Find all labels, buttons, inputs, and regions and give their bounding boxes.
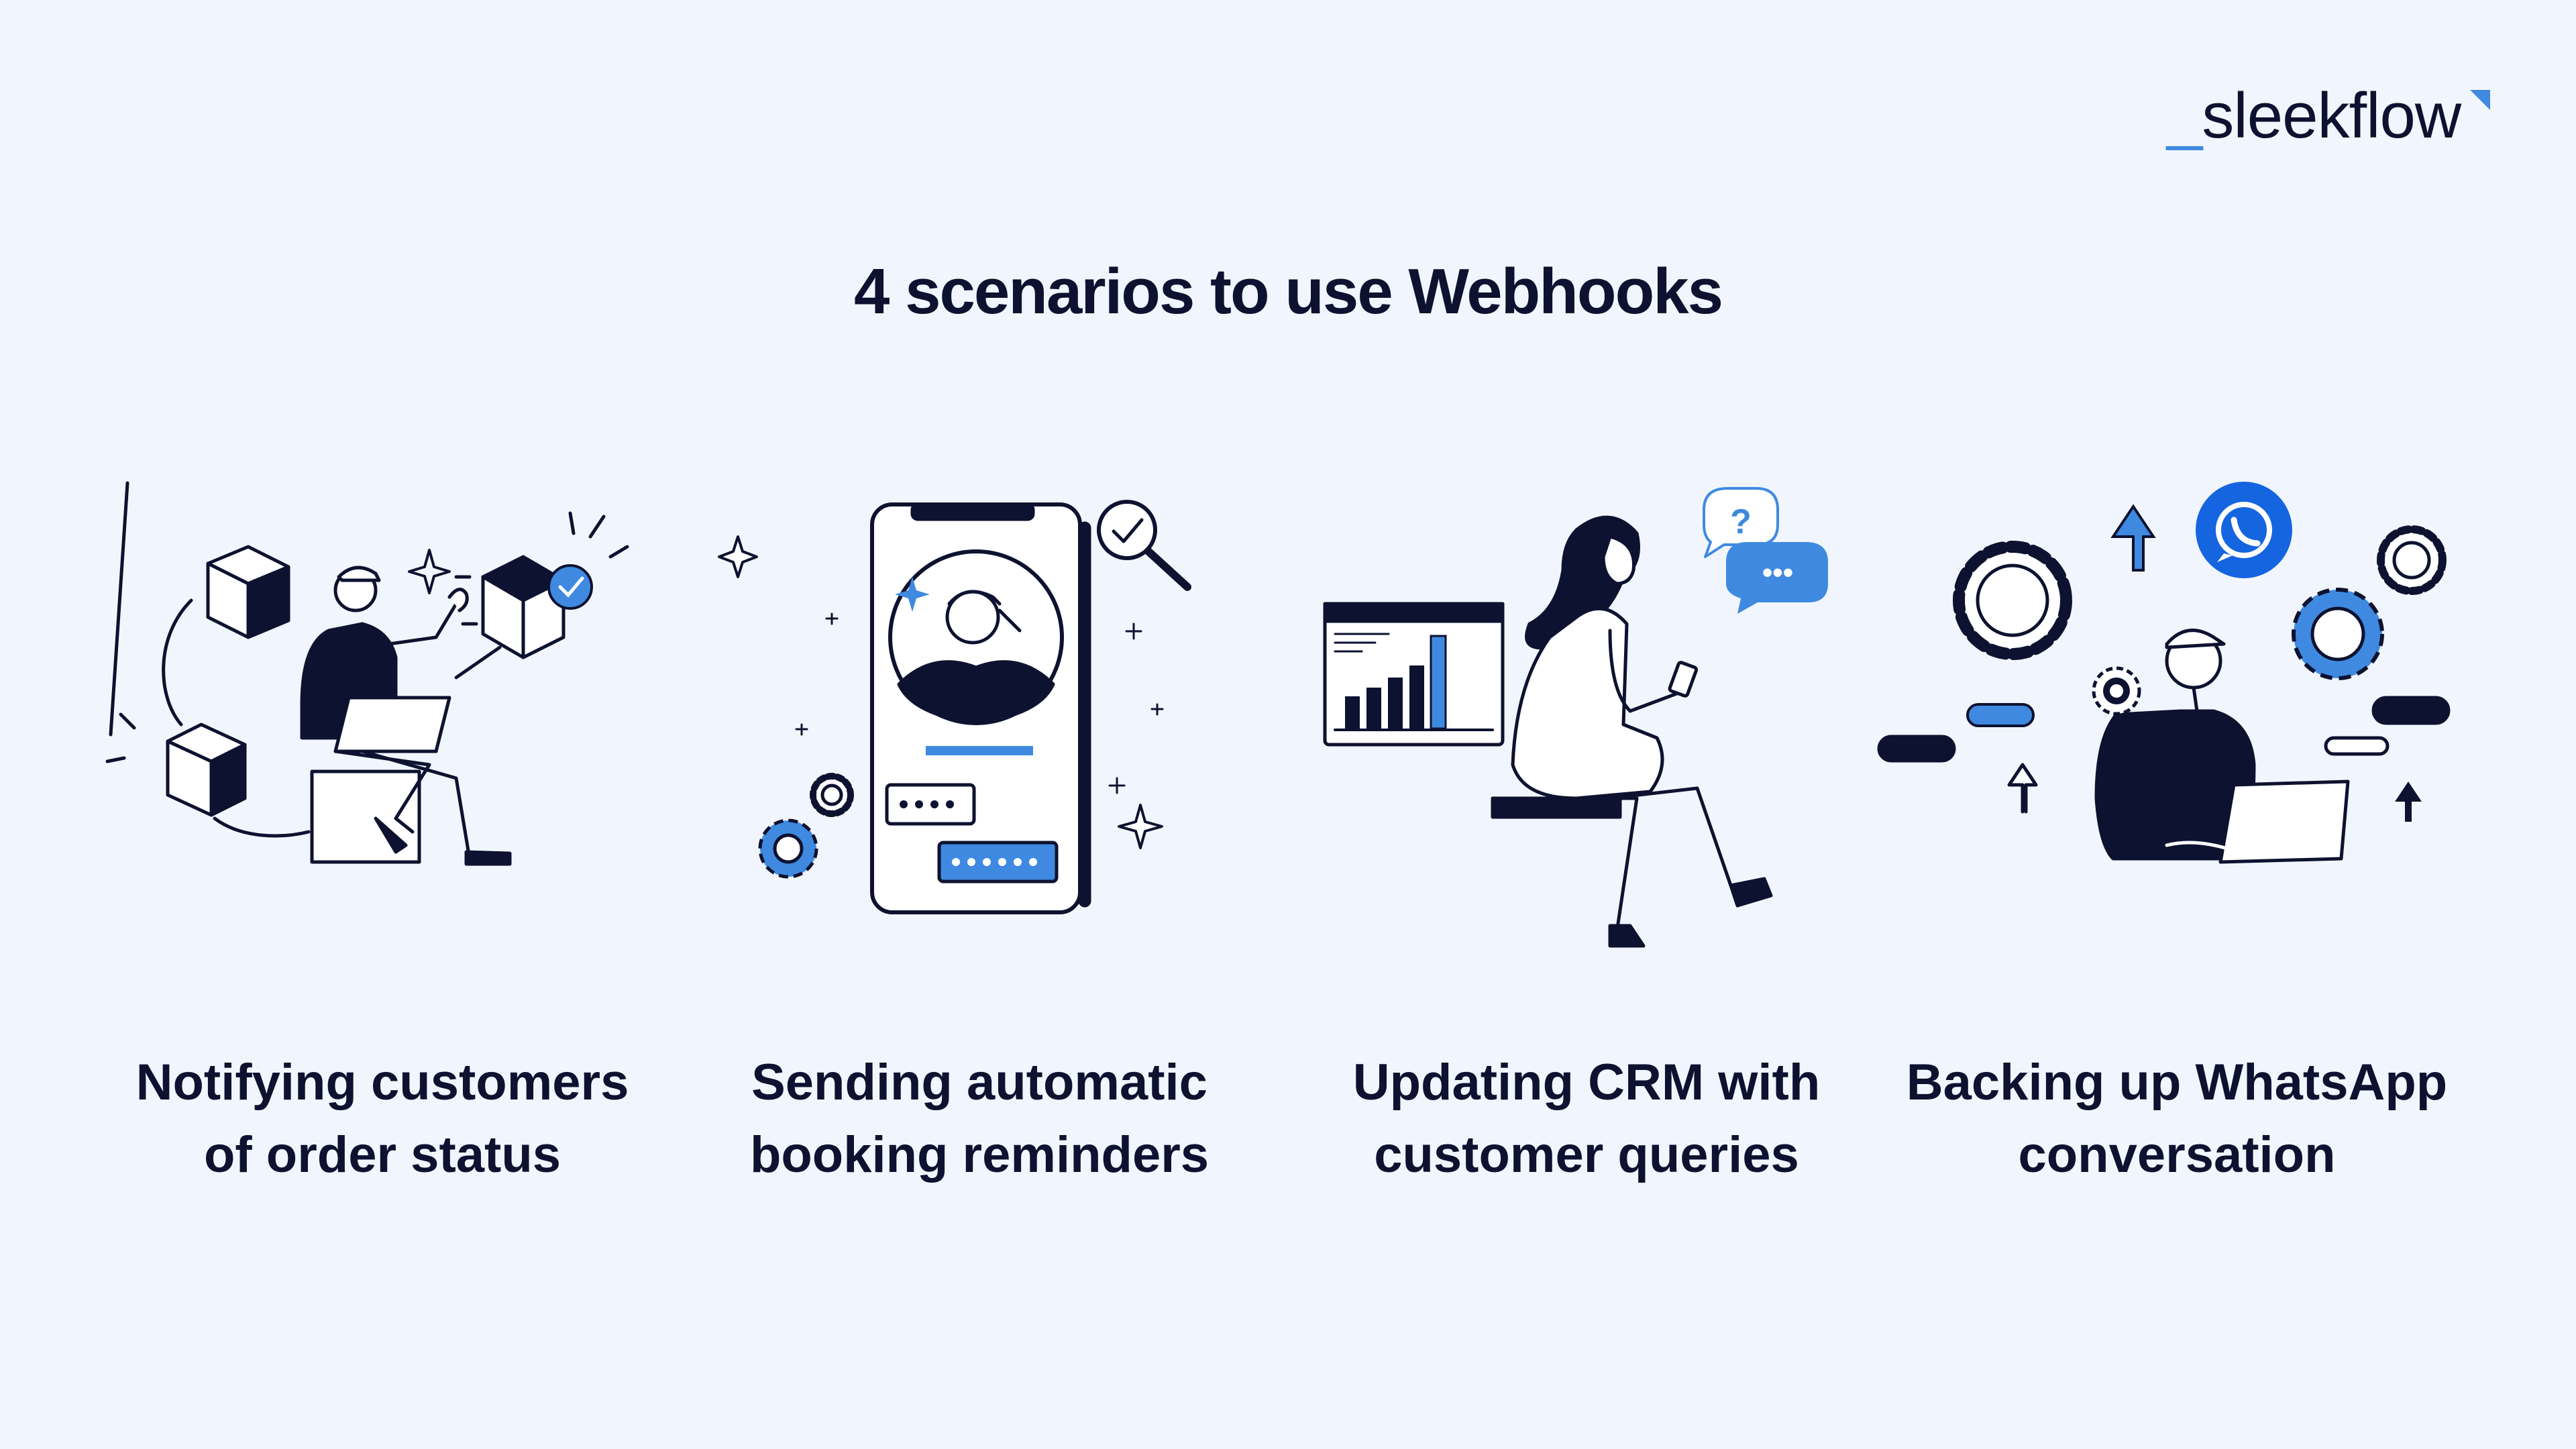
scenario-3-illustration: ? ••• (1295, 483, 1898, 966)
scenario-1-caption-line-2: of order status (203, 1126, 561, 1183)
scenario-4-caption-line-1: Backing up WhatsApp (1906, 1054, 2448, 1111)
scenario-4-caption-line-2: conversation (2018, 1126, 2336, 1183)
woman-crm-chart-chat-icon: ? ••• (1323, 487, 1828, 948)
logo-text: sleekflow (2202, 80, 2461, 152)
sleekflow-logo: _sleekflow (2167, 79, 2491, 153)
scenario-4-illustration (1877, 482, 2482, 966)
question-mark-text: ? (1730, 502, 1752, 541)
scenario-3-caption: Updating CRM with customer queries (1285, 1046, 1888, 1191)
scenario-2-illustration (678, 483, 1281, 966)
logo-corner-mark (2470, 90, 2491, 110)
scenario-2-caption: Sending automatic booking reminders (678, 1046, 1281, 1191)
scenario-1-illustration (80, 481, 684, 966)
person-laptop-cubes-icon (105, 481, 629, 866)
scenario-2-caption-line-1: Sending automatic (751, 1054, 1208, 1111)
person-laptop-gears-whatsapp-icon (1877, 482, 2451, 864)
logo-underscore: _ (2167, 80, 2202, 152)
scenario-3-caption-line-2: customer queries (1374, 1126, 1799, 1183)
typing-dots-text: ••• (1762, 556, 1793, 589)
scenario-2-caption-line-2: booking reminders (749, 1126, 1210, 1183)
scenario-3-caption-line-1: Updating CRM with (1352, 1054, 1821, 1111)
page-title: 4 scenarios to use Webhooks (854, 256, 1723, 327)
phone-booking-reminder-icon (718, 500, 1191, 914)
scenario-4-caption: Backing up WhatsApp conversation (1875, 1046, 2479, 1191)
scenario-1-caption: Notifying customers of order status (80, 1046, 684, 1191)
scenario-1-caption-line-1: Notifying customers (136, 1054, 629, 1111)
